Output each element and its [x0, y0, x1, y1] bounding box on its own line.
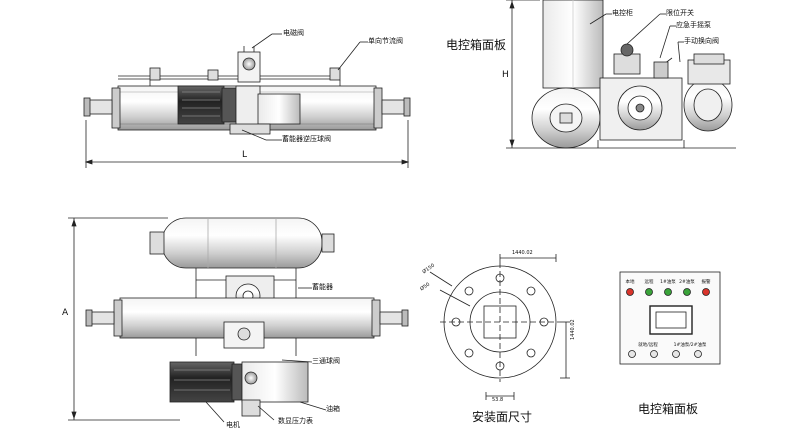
panel-bottom-button-label: 就地/远程	[638, 341, 658, 348]
panel-switch-knob	[694, 350, 702, 358]
label-dim-A: A	[62, 308, 69, 318]
side-view	[506, 0, 736, 149]
panel-indicator-light	[626, 288, 634, 296]
label-mount-dims-title: 安装面尺寸	[472, 410, 533, 424]
label-accumulator-check-valve: 蓄能器逆压球阀	[282, 135, 331, 143]
label-pressure-gauge: 数显压力表	[278, 417, 313, 425]
label-dim-L: L	[242, 150, 248, 160]
label-emergency-pump: 应急手摇泵	[676, 21, 711, 29]
top-view	[68, 217, 409, 423]
panel-indicator-light	[645, 288, 653, 296]
label-limit-switch: 限位开关	[666, 9, 694, 17]
panel-indicator-light	[702, 288, 710, 296]
panel-indicator-light	[683, 288, 691, 296]
label-oil-tank: 油箱	[326, 405, 340, 413]
label-manual-valve: 手动换向阀	[684, 37, 719, 45]
dim-top-value: 1440.02	[512, 250, 533, 256]
label-dim-H: H	[502, 70, 509, 80]
label-solenoid-valve: 电磁阀	[283, 29, 304, 37]
panel-top-button-label: 2#油泵	[679, 278, 695, 285]
panel-top-button-label: 本地	[626, 278, 635, 285]
dim-bottom-value: 53.8	[492, 397, 504, 403]
label-control-cabinet: 电控柜	[612, 9, 633, 17]
label-three-way-valve: 三通球阀	[312, 357, 340, 365]
panel-bottom-button-label: 1#油泵/2#油泵	[674, 341, 707, 348]
label-check-throttle-valve: 单向节流阀	[368, 37, 403, 45]
panel-indicator-light	[664, 288, 672, 296]
panel-top-button-label: 报警	[702, 278, 711, 285]
panel-switch-knob	[628, 350, 636, 358]
label-motor: 电机	[226, 421, 240, 429]
panel-top-button-label: 远程	[645, 278, 654, 285]
mounting-face	[429, 254, 570, 400]
label-panel-title-bottom: 电控箱面板	[638, 402, 699, 416]
panel-top-button-label: 1#油泵	[660, 278, 676, 285]
front-view	[83, 33, 411, 168]
label-panel-title-top: 电控箱面板	[446, 38, 507, 52]
label-accumulator: 蓄能器	[312, 283, 333, 291]
panel-switch-knob	[672, 350, 680, 358]
dim-side-value: 1440.02	[570, 319, 576, 340]
panel-switch-knob	[650, 350, 658, 358]
